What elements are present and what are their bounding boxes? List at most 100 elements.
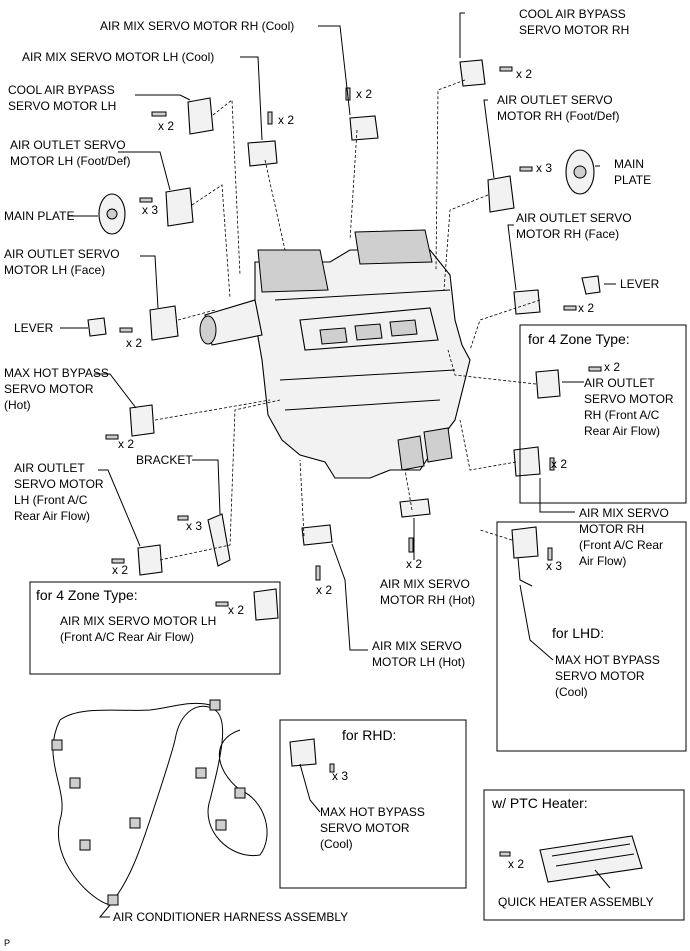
label-line: SERVO MOTOR [555, 669, 645, 683]
label-line: Rear Air Flow) [584, 424, 660, 438]
label-line: MOTOR RH [579, 522, 644, 536]
zone4-box-right [519, 324, 687, 504]
label-line: MOTOR LH (Foot/Def) [10, 154, 130, 168]
label-line: (Cool) [320, 837, 353, 851]
label-line: MAIN [614, 157, 644, 171]
label-max-hot-cool-rhd: MAX HOT BYPASS SERVO MOTOR (Cool) [320, 805, 425, 851]
leader-lines [60, 12, 616, 918]
qty-air-mix-rh-hot: x 2 [406, 557, 422, 571]
label-line: SERVO MOTOR [14, 477, 104, 491]
label-line: MAX HOT BYPASS [555, 653, 660, 667]
label-line: COOL AIR BYPASS [8, 83, 115, 97]
qty-max-hot-cool-lhd: x 3 [546, 559, 562, 573]
label-air-mix-rh-hot: AIR MIX SERVO MOTOR RH (Hot) [380, 577, 475, 607]
label-line: AIR OUTLET SERVO [10, 138, 126, 152]
qty-max-hot-cool-rhd: x 3 [332, 769, 348, 783]
label-bracket: BRACKET [136, 453, 193, 467]
label-line: (Cool) [555, 685, 588, 699]
label-line: MOTOR RH (Hot) [380, 593, 475, 607]
qty-cool-bypass-lh: x 2 [158, 119, 174, 133]
label-line: PLATE [614, 173, 651, 187]
screw-icons [105, 66, 602, 857]
label-line: (Hot) [4, 398, 31, 412]
servo-motor-parts [87, 59, 643, 883]
air-conditioning-unit [199, 229, 471, 479]
label-line: SERVO MOTOR RH [519, 23, 629, 37]
label-line: Air Flow) [579, 554, 626, 568]
qty-outlet-lh-footdef: x 3 [142, 203, 158, 217]
label-line: AIR CONDITIONER HARNESS ASSEMBLY [113, 910, 348, 924]
label-main-plate-left: MAIN PLATE [4, 209, 74, 223]
qty-quick-heater: x 2 [508, 857, 524, 871]
zone4-left-title: for 4 Zone Type: [36, 587, 138, 603]
qty-outlet-rh-front: x 2 [604, 360, 620, 374]
ptc-title: w/ PTC Heater: [491, 795, 588, 811]
label-line: AIR OUTLET [584, 376, 655, 390]
qty-bracket: x 3 [186, 519, 202, 533]
label-max-hot-hot: MAX HOT BYPASS SERVO MOTOR (Hot) [4, 366, 109, 412]
label-lever-left: LEVER [14, 321, 54, 335]
label-line: SERVO MOTOR [320, 821, 410, 835]
ptc-box [483, 789, 685, 921]
label-line: AIR OUTLET SERVO [516, 211, 632, 225]
label-max-hot-cool-lhd: MAX HOT BYPASS SERVO MOTOR (Cool) [555, 653, 660, 699]
label-outlet-lh-face: AIR OUTLET SERVO MOTOR LH (Face) [4, 247, 120, 277]
label-line: AIR MIX SERVO MOTOR LH [60, 614, 216, 628]
label-line: MOTOR LH (Face) [4, 263, 105, 277]
callout-labels: AIR MIX SERVO MOTOR RH (Cool) AIR MIX SE… [4, 7, 674, 948]
label-air-mix-lh-cool: AIR MIX SERVO MOTOR LH (Cool) [22, 50, 214, 64]
label-air-mix-lh-front: AIR MIX SERVO MOTOR LH(Front A/C Rear Ai… [60, 614, 216, 644]
quantity-labels: x 2 x 2 x 2 x 2 x 3 x 3 x 2 x 2 x 2 x 2 … [112, 67, 620, 871]
label-line: AIR OUTLET SERVO [497, 93, 613, 107]
label-line: w/ PTC Heater: [491, 795, 588, 811]
label-line: AIR MIX SERVO MOTOR LH (Cool) [22, 50, 214, 64]
label-line: BRACKET [136, 453, 193, 467]
label-main-plate-right: MAIN PLATE [614, 157, 651, 187]
label-line: Rear Air Flow) [14, 509, 90, 523]
zone4-box-left [29, 581, 281, 675]
label-line: SERVO MOTOR [584, 392, 674, 406]
label-line: AIR MIX SERVO MOTOR RH (Cool) [100, 19, 294, 33]
rhd-title: for RHD: [342, 727, 396, 743]
label-harness: AIR CONDITIONER HARNESS ASSEMBLY [113, 910, 348, 924]
label-line: LH (Front A/C [14, 493, 88, 507]
label-line: SERVO MOTOR LH [8, 99, 116, 113]
label-line: for LHD: [552, 625, 604, 641]
qty-air-mix-rh-front: x 2 [551, 457, 567, 471]
label-outlet-lh-footdef: AIR OUTLET SERVO MOTOR LH (Foot/Def) [10, 138, 130, 168]
label-lever-right: LEVER [620, 277, 660, 291]
label-line: SERVO MOTOR [4, 382, 94, 396]
label-line: MAX HOT BYPASS [4, 366, 109, 380]
air-conditioner-harness [51, 699, 268, 906]
lhd-title: for LHD: [552, 625, 604, 641]
label-line: LEVER [620, 277, 660, 291]
qty-outlet-rh-face: x 2 [578, 301, 594, 315]
label-line: AIR MIX SERVO [380, 577, 470, 591]
qty-air-mix-lh-cool: x 2 [278, 113, 294, 127]
label-line: AIR OUTLET [14, 461, 85, 475]
qty-air-mix-lh-front: x 2 [228, 603, 244, 617]
label-line: MAX HOT BYPASS [320, 805, 425, 819]
lhd-box [496, 521, 687, 752]
label-quick-heater: QUICK HEATER ASSEMBLY [498, 895, 654, 909]
label-line: (Front A/C Rear [579, 538, 663, 552]
label-line: AIR MIX SERVO [579, 506, 669, 520]
footer-code: P [4, 938, 10, 948]
label-line: for 4 Zone Type: [528, 331, 630, 347]
label-line: MOTOR RH (Foot/Def) [497, 109, 619, 123]
label-line: MOTOR LH (Hot) [372, 655, 465, 669]
label-line: for RHD: [342, 727, 396, 743]
label-line: MAIN PLATE [4, 209, 74, 223]
label-outlet-lh-front: AIR OUTLET SERVO MOTOR LH (Front A/C Rear A… [14, 461, 104, 523]
label-line: AIR OUTLET SERVO [4, 247, 120, 261]
label-line: for 4 Zone Type: [36, 587, 138, 603]
qty-max-hot-hot: x 2 [118, 437, 134, 451]
zone4-right-title: for 4 Zone Type: [528, 331, 630, 347]
qty-outlet-rh-footdef: x 3 [536, 161, 552, 175]
qty-air-mix-rh-cool: x 2 [356, 87, 372, 101]
